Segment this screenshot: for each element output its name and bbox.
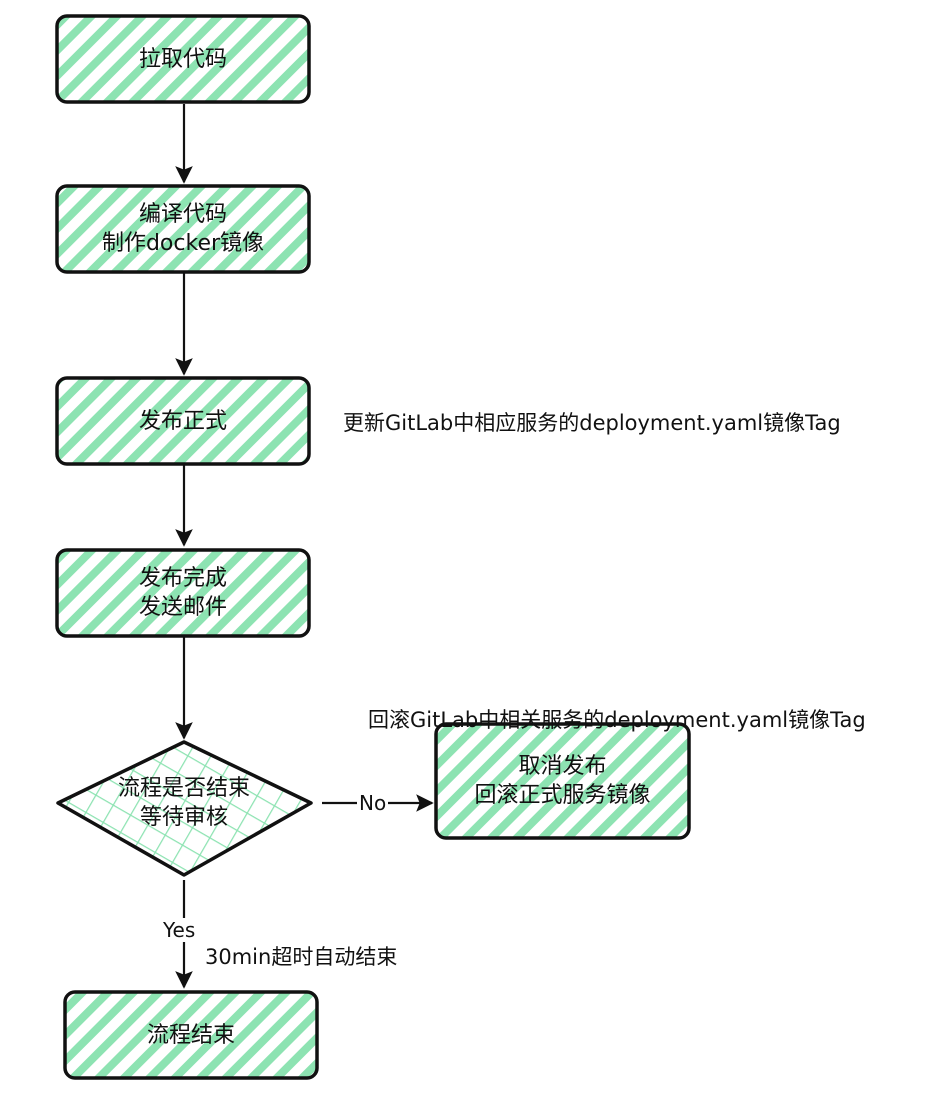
pull-code-label: 拉取代码 <box>138 46 227 72</box>
rollback-label-line2: 回滚正式服务镜像 <box>474 783 651 808</box>
rollback-node[interactable]: 取消发布 回滚正式服务镜像 <box>436 724 689 838</box>
rollback-label-line1: 取消发布 <box>518 754 607 779</box>
end-shape <box>63 990 319 1080</box>
pull-code-node[interactable]: 拉取代码 <box>57 16 309 102</box>
release-done-shape <box>55 548 311 638</box>
release-done-node[interactable]: 发布完成 发送邮件 <box>57 550 309 636</box>
rollback-tag-note: 回滚GitLab中相关服务的deployment.yaml镜像Tag <box>368 708 866 732</box>
node-shapes <box>55 14 691 1080</box>
rollback-shape <box>434 722 691 840</box>
no-edge-label: No <box>357 791 389 815</box>
release-done-label-line1: 发布完成 <box>138 566 227 591</box>
timeout-note: 30min超时自动结束 <box>205 945 398 969</box>
build-image-shape <box>55 184 311 274</box>
build-image-node[interactable]: 编译代码 制作docker镜像 <box>57 186 309 272</box>
release-prod-label: 发布正式 <box>138 408 227 434</box>
pull-code-shape <box>55 14 311 104</box>
end-label: 流程结束 <box>146 1022 235 1048</box>
end-node[interactable]: 流程结束 <box>65 992 317 1078</box>
decision-node[interactable]: 流程是否结束 等待审核 <box>80 760 288 846</box>
release-done-label-line2: 发送邮件 <box>138 595 227 620</box>
build-image-label-line1: 编译代码 <box>138 202 227 227</box>
build-image-label-line2: 制作docker镜像 <box>101 231 265 256</box>
release-prod-shape <box>55 376 311 466</box>
update-tag-note: 更新GitLab中相应服务的deployment.yaml镜像Tag <box>343 411 841 435</box>
decision-shape <box>56 740 313 877</box>
decision-label-line2: 等待审核 <box>139 805 228 830</box>
release-prod-node[interactable]: 发布正式 <box>57 378 309 464</box>
decision-label-line1: 流程是否结束 <box>117 776 250 801</box>
yes-edge-label: Yes <box>161 918 198 942</box>
